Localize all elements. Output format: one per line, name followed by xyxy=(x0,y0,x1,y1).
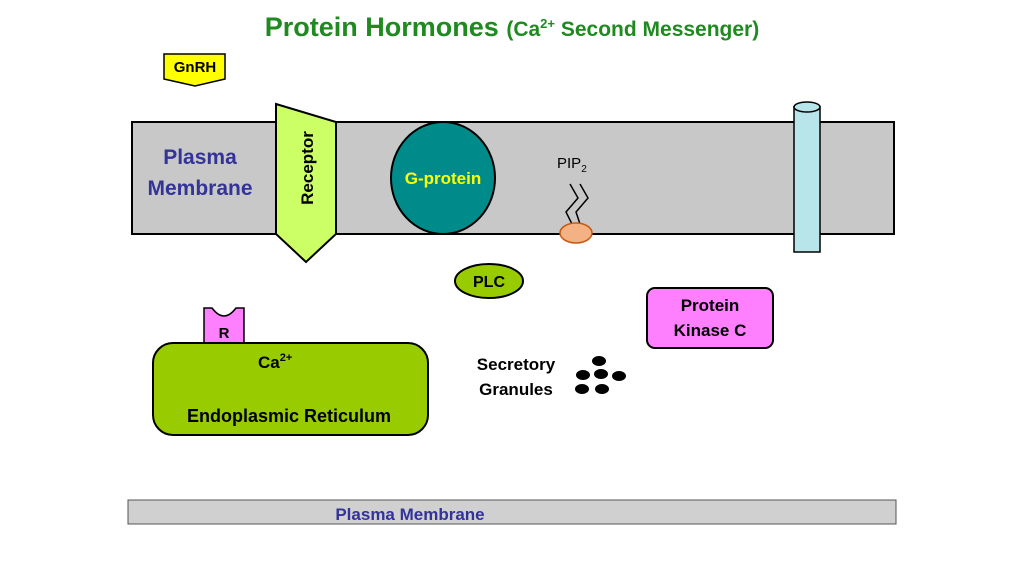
granule xyxy=(594,369,608,379)
plc-label: PLC xyxy=(473,274,505,291)
plasma-membrane-top-label-line1: Plasma xyxy=(163,146,237,169)
page-title: Protein Hormones (Ca2+ Second Messenger) xyxy=(0,12,1024,43)
pip2-tail-right xyxy=(575,183,589,225)
granule xyxy=(595,384,609,394)
er-label: Endoplasmic Reticulum xyxy=(187,406,391,426)
granule xyxy=(592,356,606,366)
pip2-tail-left xyxy=(565,183,579,225)
plc xyxy=(454,263,524,299)
endoplasmic-reticulum xyxy=(152,342,429,436)
plasma-membrane-top-label: Plasma Membrane xyxy=(134,142,266,204)
granule xyxy=(575,384,589,394)
plasma-membrane-bottom xyxy=(127,499,897,525)
title-sub: (Ca2+ Second Messenger) xyxy=(506,16,760,41)
title-main: Protein Hormones xyxy=(264,12,499,42)
plasma-membrane-top-label-line2: Membrane xyxy=(147,177,253,200)
secretory-granules-line1: Secretory xyxy=(477,355,556,374)
plasma-membrane-bottom-label: Plasma Membrane xyxy=(335,505,484,524)
g-protein-label: G-protein xyxy=(405,169,482,188)
title-sub-suffix: Second Messenger) xyxy=(555,18,760,41)
secretory-granules-line2: Granules xyxy=(479,380,553,399)
receptor-shape xyxy=(275,102,337,264)
g-protein xyxy=(390,121,496,235)
gnrh-hormone-shape xyxy=(163,53,226,87)
pip2-label: PIP2 xyxy=(557,155,587,175)
title-sub-prefix: (Ca xyxy=(506,18,541,41)
channel-body xyxy=(793,106,821,253)
er-receptor-label: R xyxy=(219,325,230,342)
channel-top xyxy=(793,101,821,113)
pkc-label-line2: Kinase C xyxy=(674,321,747,340)
gnrh-label: GnRH xyxy=(174,59,217,76)
plasma-membrane-top xyxy=(131,121,895,235)
receptor-label: Receptor xyxy=(298,131,317,205)
er-receptor xyxy=(203,307,245,344)
pkc-label-line1: Protein xyxy=(681,296,740,315)
title-sub-sup: 2+ xyxy=(540,16,555,31)
pip2-head xyxy=(559,222,593,244)
granule xyxy=(576,370,590,380)
er-calcium-label: Ca2+ xyxy=(258,352,292,372)
granule xyxy=(612,371,626,381)
protein-kinase-c xyxy=(646,287,774,349)
